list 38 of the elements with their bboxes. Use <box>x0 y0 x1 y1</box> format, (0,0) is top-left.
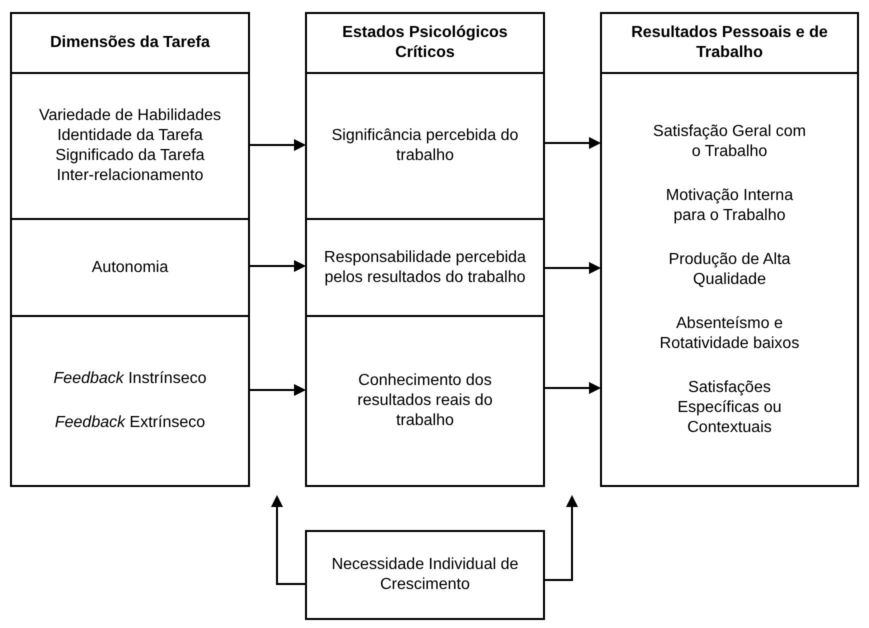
cell-text: Responsabilidade percebida pelos resultados do trabalho <box>323 248 527 288</box>
table-cell <box>305 218 545 317</box>
cell-text: Variedade de Habilidades <box>38 106 222 126</box>
arrow <box>545 262 601 274</box>
table-cell <box>10 72 250 220</box>
arrow <box>545 137 601 149</box>
column-heading: Estados Psicológicos Críticos <box>341 23 509 63</box>
cell-text: Conhecimento dos resultados reais do trabalho <box>356 371 494 431</box>
cell-text: Absenteísmo e Rotatividade baixos <box>658 314 800 354</box>
column-heading: Dimensões da Tarefa <box>50 33 210 53</box>
cell-text: Significado da Tarefa <box>55 146 205 166</box>
table-cell <box>305 315 545 487</box>
cell-text: Motivação Interna para o Trabalho <box>664 186 794 226</box>
table-cell <box>10 218 250 317</box>
arrow <box>250 260 306 272</box>
column-header <box>10 12 250 74</box>
arrow <box>545 382 601 394</box>
cell-text: Significância percebida do trabalho <box>330 126 520 166</box>
arrow <box>545 495 578 581</box>
arrow <box>250 384 306 396</box>
cell-text: Necessidade Individual de Crescimento <box>330 555 520 595</box>
cell-text: Autonomia <box>92 258 168 278</box>
cell-text: Satisfação Geral com o Trabalho <box>652 122 807 162</box>
cell-text: Satisfações Específicas ou Contextuais <box>676 378 783 438</box>
cell-text: Feedback Instrínseco <box>54 369 206 389</box>
process-box <box>305 530 545 620</box>
table-cell <box>10 315 250 487</box>
cell-text: Feedback Extrínseco <box>54 413 206 433</box>
column-header <box>305 12 545 74</box>
arrow <box>271 495 305 585</box>
column-header <box>600 12 859 74</box>
cell-text: Identidade da Tarefa <box>57 126 203 146</box>
table-cell <box>600 72 859 487</box>
arrow <box>250 139 306 151</box>
column-heading: Resultados Pessoais e de Trabalho <box>630 23 829 63</box>
cell-text: Produção de Alta Qualidade <box>668 250 792 290</box>
cell-text: Inter-relacionamento <box>56 166 204 186</box>
table-cell <box>305 72 545 220</box>
